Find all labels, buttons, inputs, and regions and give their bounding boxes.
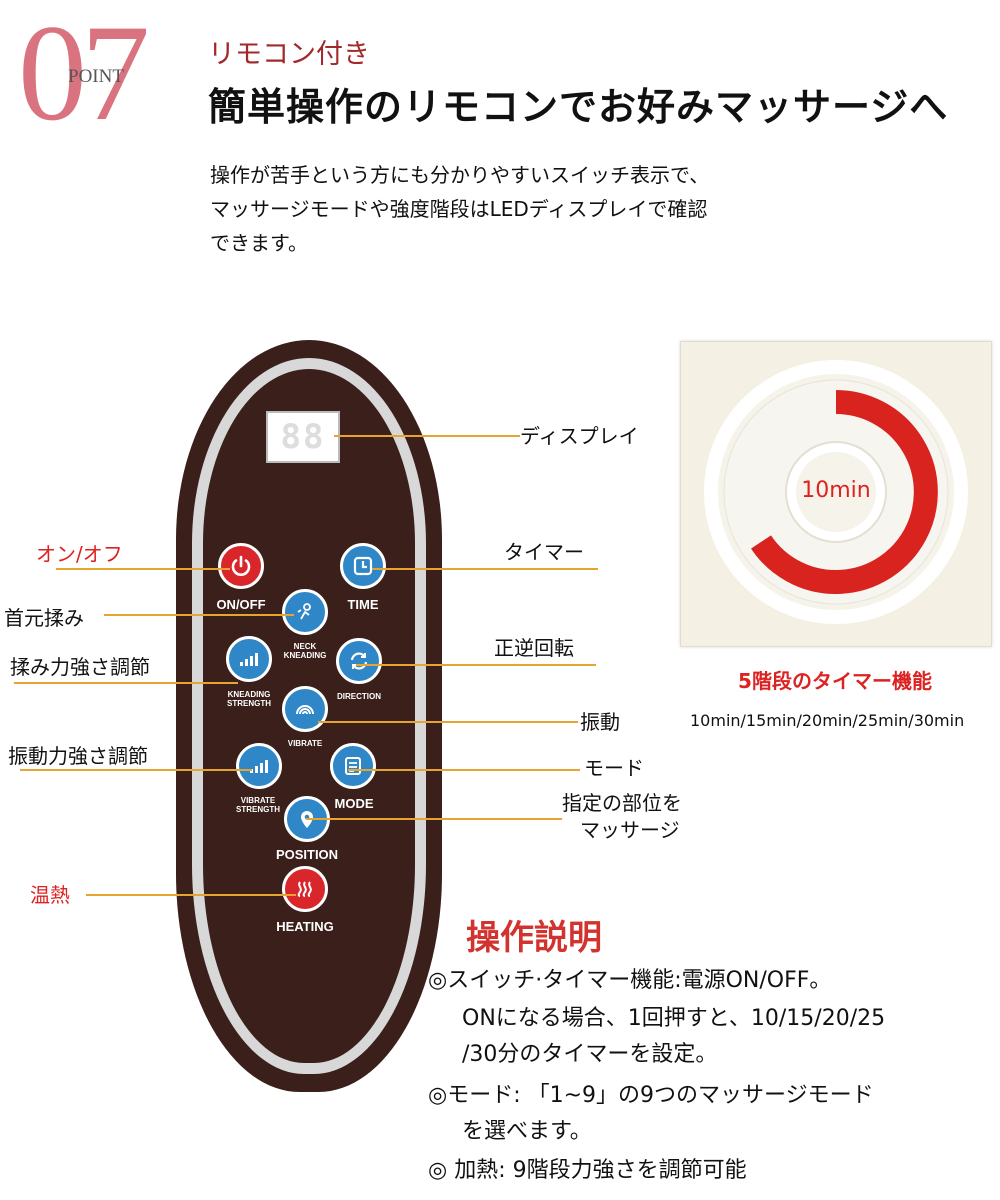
- callout-direction: 正逆回転: [494, 636, 574, 660]
- point-number: 07: [18, 0, 150, 149]
- callout-mode: モード: [584, 756, 644, 780]
- direction-button[interactable]: [336, 638, 382, 684]
- callout-line-mode: [348, 769, 580, 771]
- callout-line-heating: [86, 894, 296, 896]
- callout-heating: 温熱: [30, 883, 70, 907]
- vibrate-label: VIBRATE: [287, 739, 323, 748]
- power-icon: [231, 555, 251, 576]
- strength-bars-icon: [250, 760, 268, 773]
- remote-control-rim: [192, 358, 426, 1074]
- on-off-label: ON/OFF: [216, 597, 266, 612]
- callout-on-off: オン/オフ: [36, 542, 123, 566]
- timer-caption: 5階段のタイマー機能: [738, 669, 932, 693]
- position-label: POSITION: [275, 847, 339, 862]
- mode-icon: [345, 757, 361, 775]
- callout-line-vibrate-strength: [20, 769, 252, 771]
- timer-options: 10min/15min/20min/25min/30min: [690, 711, 965, 730]
- timer-ring: [704, 360, 968, 624]
- mode-label: MODE: [334, 796, 374, 811]
- callout-display: ディスプレイ: [520, 424, 639, 448]
- heating-label: HEATING: [276, 919, 334, 934]
- operation-item-2-line2: を選べます。: [462, 1119, 592, 1144]
- time-button[interactable]: [340, 543, 386, 589]
- operation-item-3-line1: ◎ 加熱: 9階段力強さを調節可能: [428, 1158, 747, 1183]
- callout-line-display: [334, 435, 520, 437]
- description: 操作が苦手という方にも分かりやすいスイッチ表示で、 マッサージモードや強度階段は…: [210, 158, 850, 260]
- on-off-button[interactable]: [218, 543, 264, 589]
- led-display-digits: 88: [280, 417, 326, 457]
- operation-item-2-line1: ◎モード: 「1~9」の9つのマッサージモード: [428, 1083, 874, 1108]
- point-label: POINT: [68, 66, 124, 87]
- neck-massage-icon: [297, 603, 311, 620]
- page-title: 簡単操作のリモコンでお好みマッサージへ: [208, 85, 949, 129]
- callout-line-timer: [372, 568, 598, 570]
- description-line: マッサージモードや強度階段はLEDディスプレイで確認: [210, 197, 708, 221]
- vibrate-button[interactable]: [282, 686, 328, 732]
- callout-line-direction: [356, 664, 596, 666]
- operation-item-1-line1: ◎スイッチ·タイマー機能:電源ON/OFF。: [428, 968, 832, 993]
- kneading-strength-button[interactable]: [226, 636, 272, 682]
- direction-label: DIRECTION: [337, 692, 381, 701]
- clock-icon: [353, 556, 373, 576]
- heat-waves-icon: [297, 881, 312, 897]
- vibrate-strength-label: VIBRATE STRENGTH: [236, 796, 280, 814]
- operation-item-1-line2: ONになる場合、1回押すと、10/15/20/25: [462, 1006, 886, 1031]
- callout-position-line1: 指定の部位を: [562, 791, 682, 815]
- timer-value: 10min: [801, 478, 871, 503]
- callout-kneading-strength: 揉み力強さ調節: [10, 655, 150, 679]
- subtitle: リモコン付き: [208, 39, 370, 70]
- heating-button[interactable]: [282, 866, 328, 912]
- callout-neck: 首元揉み: [4, 606, 84, 630]
- callout-vibrate: 振動: [580, 710, 620, 734]
- vibrate-icon: [296, 705, 314, 715]
- rotate-icon: [350, 652, 368, 670]
- kneading-strength-label: KNEADING STRENGTH: [227, 690, 271, 708]
- description-line: できます。: [210, 231, 308, 255]
- led-display: 88: [266, 411, 340, 463]
- strength-bars-icon: [240, 653, 258, 666]
- description-line: 操作が苦手という方にも分かりやすいスイッチ表示で、: [210, 163, 710, 187]
- callout-vibrate-strength: 振動力強さ調節: [8, 744, 148, 768]
- callout-line-on-off: [56, 568, 230, 570]
- mode-button[interactable]: [330, 743, 376, 789]
- callout-line-vibrate: [318, 721, 578, 723]
- callout-timer: タイマー: [504, 540, 584, 564]
- neck-kneading-label: NECK KNEADING: [283, 642, 327, 660]
- time-label: TIME: [347, 597, 379, 612]
- neck-kneading-button[interactable]: [282, 589, 328, 635]
- callout-position-line2: マッサージ: [580, 818, 680, 842]
- callout-line-position: [306, 818, 562, 820]
- timer-illustration: 10min: [680, 341, 992, 647]
- operation-item-1-line3: /30分のタイマーを設定。: [462, 1042, 718, 1067]
- operation-title: 操作説明: [466, 918, 602, 958]
- callout-line-kneading-strength: [14, 682, 238, 684]
- callout-line-neck: [104, 614, 294, 616]
- vibrate-strength-button[interactable]: [236, 743, 282, 789]
